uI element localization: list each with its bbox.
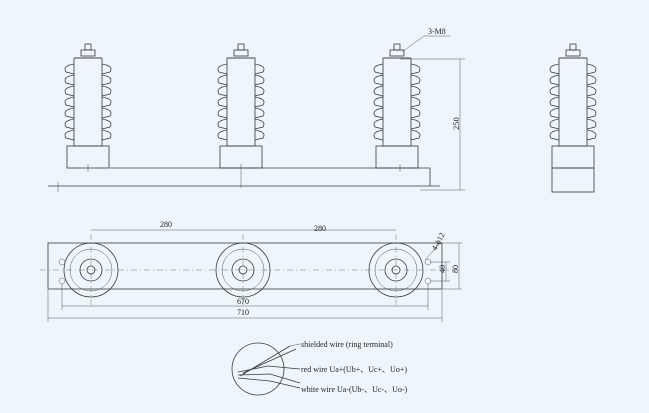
shed: [217, 63, 265, 75]
insulator-base: [551, 145, 595, 169]
base-outline: [47, 242, 443, 290]
shielded-wire-label: shielded wire (ring terminal): [301, 340, 393, 349]
terminal-nut: [389, 49, 405, 57]
shed: [373, 74, 421, 86]
shed: [549, 63, 597, 75]
shed: [373, 118, 421, 130]
shed: [549, 107, 597, 119]
dim80-label: 80: [451, 265, 460, 273]
flange-outer: [368, 242, 424, 298]
flange-ring: [221, 248, 265, 292]
insulator-core: [558, 57, 588, 147]
flange-1: [63, 242, 119, 298]
shed: [64, 118, 112, 130]
insulator-core: [73, 57, 103, 147]
dim670-label: 670: [237, 297, 249, 306]
flange-bore: [238, 265, 248, 275]
pitch-left-label: 280: [160, 220, 172, 229]
flange-boss: [231, 258, 255, 282]
hole-label: 4-ϕ12: [430, 231, 447, 252]
shed: [549, 118, 597, 130]
flange-bore: [86, 265, 96, 275]
shed: [373, 129, 421, 141]
shed: [549, 129, 597, 141]
shed: [549, 96, 597, 108]
flange-outer: [215, 242, 271, 298]
shed: [64, 129, 112, 141]
flange-bore: [391, 265, 401, 275]
terminal-nut: [233, 49, 249, 57]
white-wire-label: white wire Ua-(Ub-、Uc-、Uo-): [301, 385, 408, 394]
hole-leader: [424, 241, 442, 261]
shed: [549, 85, 597, 97]
red-wire-label: red wire Ua+(Ub+、Uc+、Uo+): [301, 365, 407, 374]
flange-3: [368, 242, 424, 298]
insulator-1: [64, 43, 112, 169]
dim40-label: 40: [438, 265, 447, 273]
wiring-detail: shielded wire (ring terminal) red wire U…: [231, 340, 408, 396]
shed: [373, 96, 421, 108]
shed: [217, 85, 265, 97]
terminal-nut: [565, 49, 581, 57]
shed: [64, 85, 112, 97]
shed: [217, 118, 265, 130]
shed: [373, 63, 421, 75]
shed: [373, 85, 421, 97]
insulator-core: [226, 57, 256, 147]
flange-2: [215, 242, 271, 298]
terminal-nut: [80, 49, 96, 57]
flange-ring: [69, 248, 113, 292]
flange-ring: [374, 248, 418, 292]
height-dim-label: 250: [451, 117, 461, 130]
shed: [217, 74, 265, 86]
top-view: 280 280 4-ϕ12 40 80 670 710: [40, 220, 462, 322]
shed: [64, 74, 112, 86]
shed: [373, 107, 421, 119]
white-wire-2: [237, 377, 301, 389]
thread-label: 3-M8: [428, 27, 446, 36]
side-view: 250 3-M8: [48, 27, 597, 193]
white-wire: [237, 373, 301, 384]
shed: [64, 96, 112, 108]
red-wire: [237, 365, 301, 373]
thread-leader: [401, 35, 425, 53]
terminal-stud: [237, 43, 245, 51]
terminal-stud: [569, 43, 577, 51]
shed: [217, 107, 265, 119]
terminal-stud: [393, 43, 401, 51]
mount-hole: [58, 258, 66, 266]
insulator-3: [373, 43, 421, 169]
shed: [64, 107, 112, 119]
terminal-stud: [84, 43, 92, 51]
flange-outer: [63, 242, 119, 298]
shed: [217, 96, 265, 108]
shielded-leader: [289, 343, 301, 347]
mount-hole: [58, 277, 66, 285]
insulator-2: [217, 43, 265, 169]
cable-cross-section: [231, 342, 285, 396]
shed: [549, 74, 597, 86]
shed: [64, 63, 112, 75]
flange-boss: [79, 258, 103, 282]
flange-boss: [384, 258, 408, 282]
shed: [217, 129, 265, 141]
dim710-label: 710: [237, 308, 249, 317]
insulator-core: [382, 57, 412, 147]
side-base-box: [551, 167, 595, 193]
pitch-right-label: 280: [314, 224, 326, 233]
insulator-side-view: [549, 43, 597, 193]
insulator-base: [375, 145, 419, 169]
